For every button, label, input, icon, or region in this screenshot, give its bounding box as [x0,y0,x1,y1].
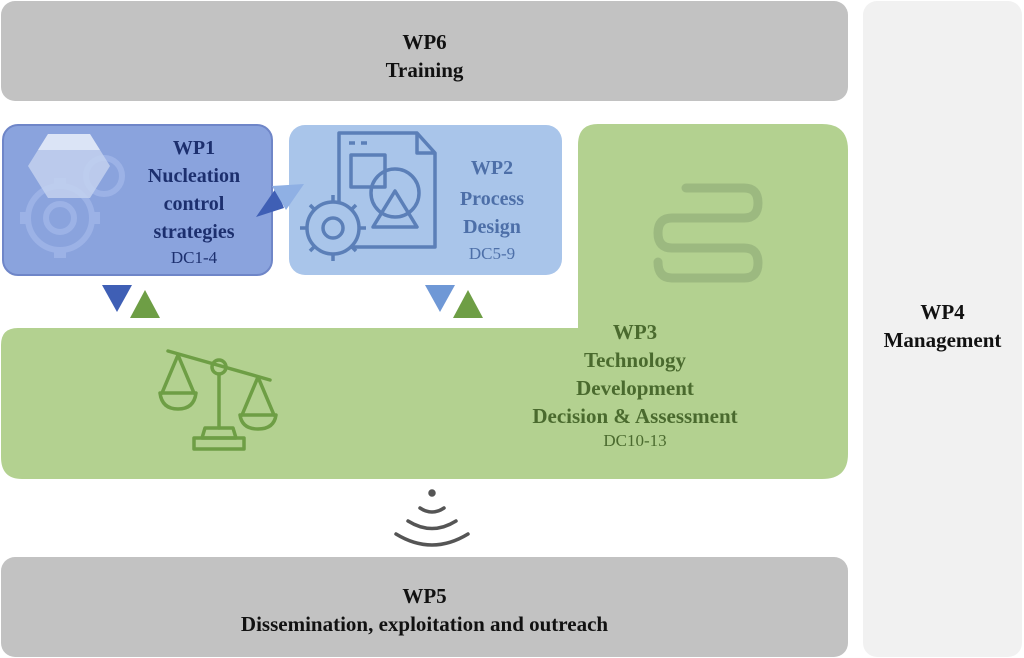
wp2-name-line-1: Process [459,188,525,210]
wp1-dc: DC1-4 [170,248,218,267]
document-gear-icon [300,131,437,261]
wp4-code: WP4 [920,300,965,324]
wp2-name-line-2: Design [463,216,521,238]
wp2-code: WP2 [470,157,514,179]
wp3-technology-box [1,124,848,479]
wp1-name-line-3: strategies [153,221,235,243]
wp1-name-line-2: control [163,193,225,215]
wp5-code: WP5 [402,584,447,608]
wp3-name-line-3: Decision & Assessment [532,404,738,428]
broadcast-signal-icon [394,489,470,547]
wp4-management-box: WP4 Management [863,1,1022,657]
wp5-dissemination-box: WP5 Dissemination, exploitation and outr… [1,557,848,657]
wp3-dc: DC10-13 [603,431,667,450]
wp6-code: WP6 [402,30,447,54]
gears-hexagon-icon [20,134,125,258]
wp3-name-line-2: Development [576,376,694,400]
wp2-dc: DC5-9 [468,244,516,263]
wp1-code: WP1 [172,137,216,159]
wp6-name: Training [385,58,464,82]
wp5-name: Dissemination, exploitation and outreach [240,612,609,636]
wp3-name-line-1: Technology [584,348,686,372]
serpentine-coil-icon [653,183,763,283]
wp1-nucleation-box: WP1 Nucleation control strategies DC1-4 [2,124,273,276]
wp2-process-design-box: WP2 Process Design DC5-9 [289,125,562,275]
wp3-shape [1,124,848,479]
wp1-name-line-1: Nucleation [147,165,241,187]
wp3-label-group: WP3 Technology Development Decision & As… [480,318,790,452]
wp4-name: Management [883,328,1002,352]
wp3-code: WP3 [612,320,658,344]
balance-scale-icon [158,349,278,451]
wp6-training-box: WP6 Training [1,1,848,101]
